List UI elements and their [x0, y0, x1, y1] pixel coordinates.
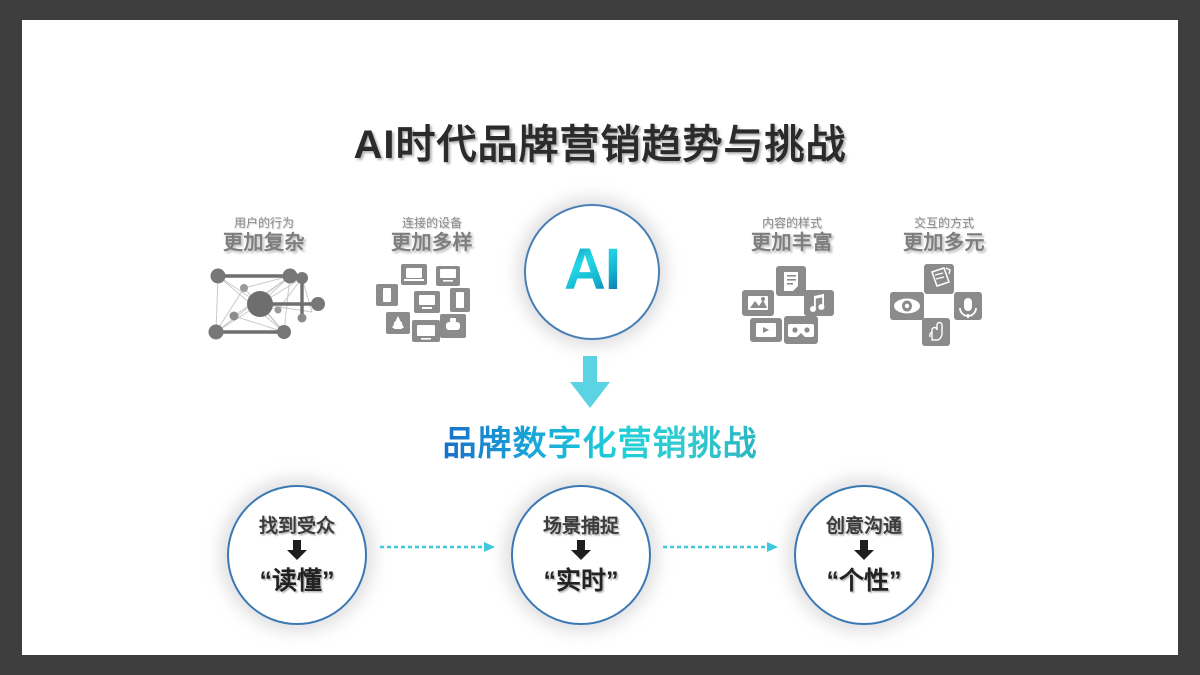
challenge-circle-creative-communication: 创意沟通 “个性” — [794, 485, 934, 625]
feature-subtitle: 连接的设备 — [401, 216, 462, 230]
feature-item-content-formats: 内容的样式 更加丰富 — [722, 216, 862, 348]
feature-title: 更加丰富 — [751, 232, 833, 254]
down-arrow-icon — [286, 539, 308, 566]
dashed-connector-arrow-1 — [380, 540, 498, 554]
down-arrow-icon — [853, 539, 875, 566]
challenge-bottom-label: “读懂” — [259, 566, 335, 595]
page-title: AI时代品牌营销趋势与挑战 — [353, 123, 847, 167]
feature-subtitle: 交互的方式 — [913, 216, 974, 230]
section-subtitle-text: 品牌数字化营销挑战 — [442, 425, 758, 463]
challenge-circle-scene-capture: 场景捕捉 “实时” — [511, 485, 651, 625]
ai-badge: AI — [524, 204, 660, 340]
section-subtitle: 品牌数字化营销挑战 — [22, 416, 1178, 465]
challenge-top-label: 创意沟通 — [825, 515, 902, 537]
dashed-connector-arrow-2 — [663, 540, 781, 554]
feature-title: 更加多元 — [903, 232, 985, 254]
challenge-bottom-label: “实时” — [543, 566, 619, 595]
content-types-icon — [722, 262, 862, 348]
feature-subtitle: 内容的样式 — [761, 216, 822, 230]
challenge-top-label: 找到受众 — [258, 515, 335, 537]
feature-item-connected-devices: 连接的设备 更加多样 — [362, 216, 502, 348]
feature-title: 更加多样 — [391, 232, 473, 254]
feature-title: 更加复杂 — [223, 232, 305, 254]
feature-item-user-behaviour: 用户的行为 更加复杂 — [194, 216, 334, 348]
ai-badge-label: AI — [564, 237, 621, 302]
flow-down-arrow-icon — [568, 356, 612, 410]
devices-cluster-icon — [362, 262, 502, 348]
slide-canvas: AI时代品牌营销趋势与挑战 用户的行为 更加复杂 — [22, 20, 1178, 655]
challenge-circle-find-audience: 找到受众 “读懂” — [227, 485, 367, 625]
challenge-bottom-label: “个性” — [826, 566, 902, 595]
down-arrow-icon — [570, 539, 592, 566]
interaction-modes-icon — [874, 262, 1014, 348]
network-graph-icon — [194, 262, 334, 348]
feature-subtitle: 用户的行为 — [233, 216, 294, 230]
feature-item-interaction-modes: 交互的方式 更加多元 — [874, 216, 1014, 348]
challenge-top-label: 场景捕捉 — [542, 515, 619, 537]
